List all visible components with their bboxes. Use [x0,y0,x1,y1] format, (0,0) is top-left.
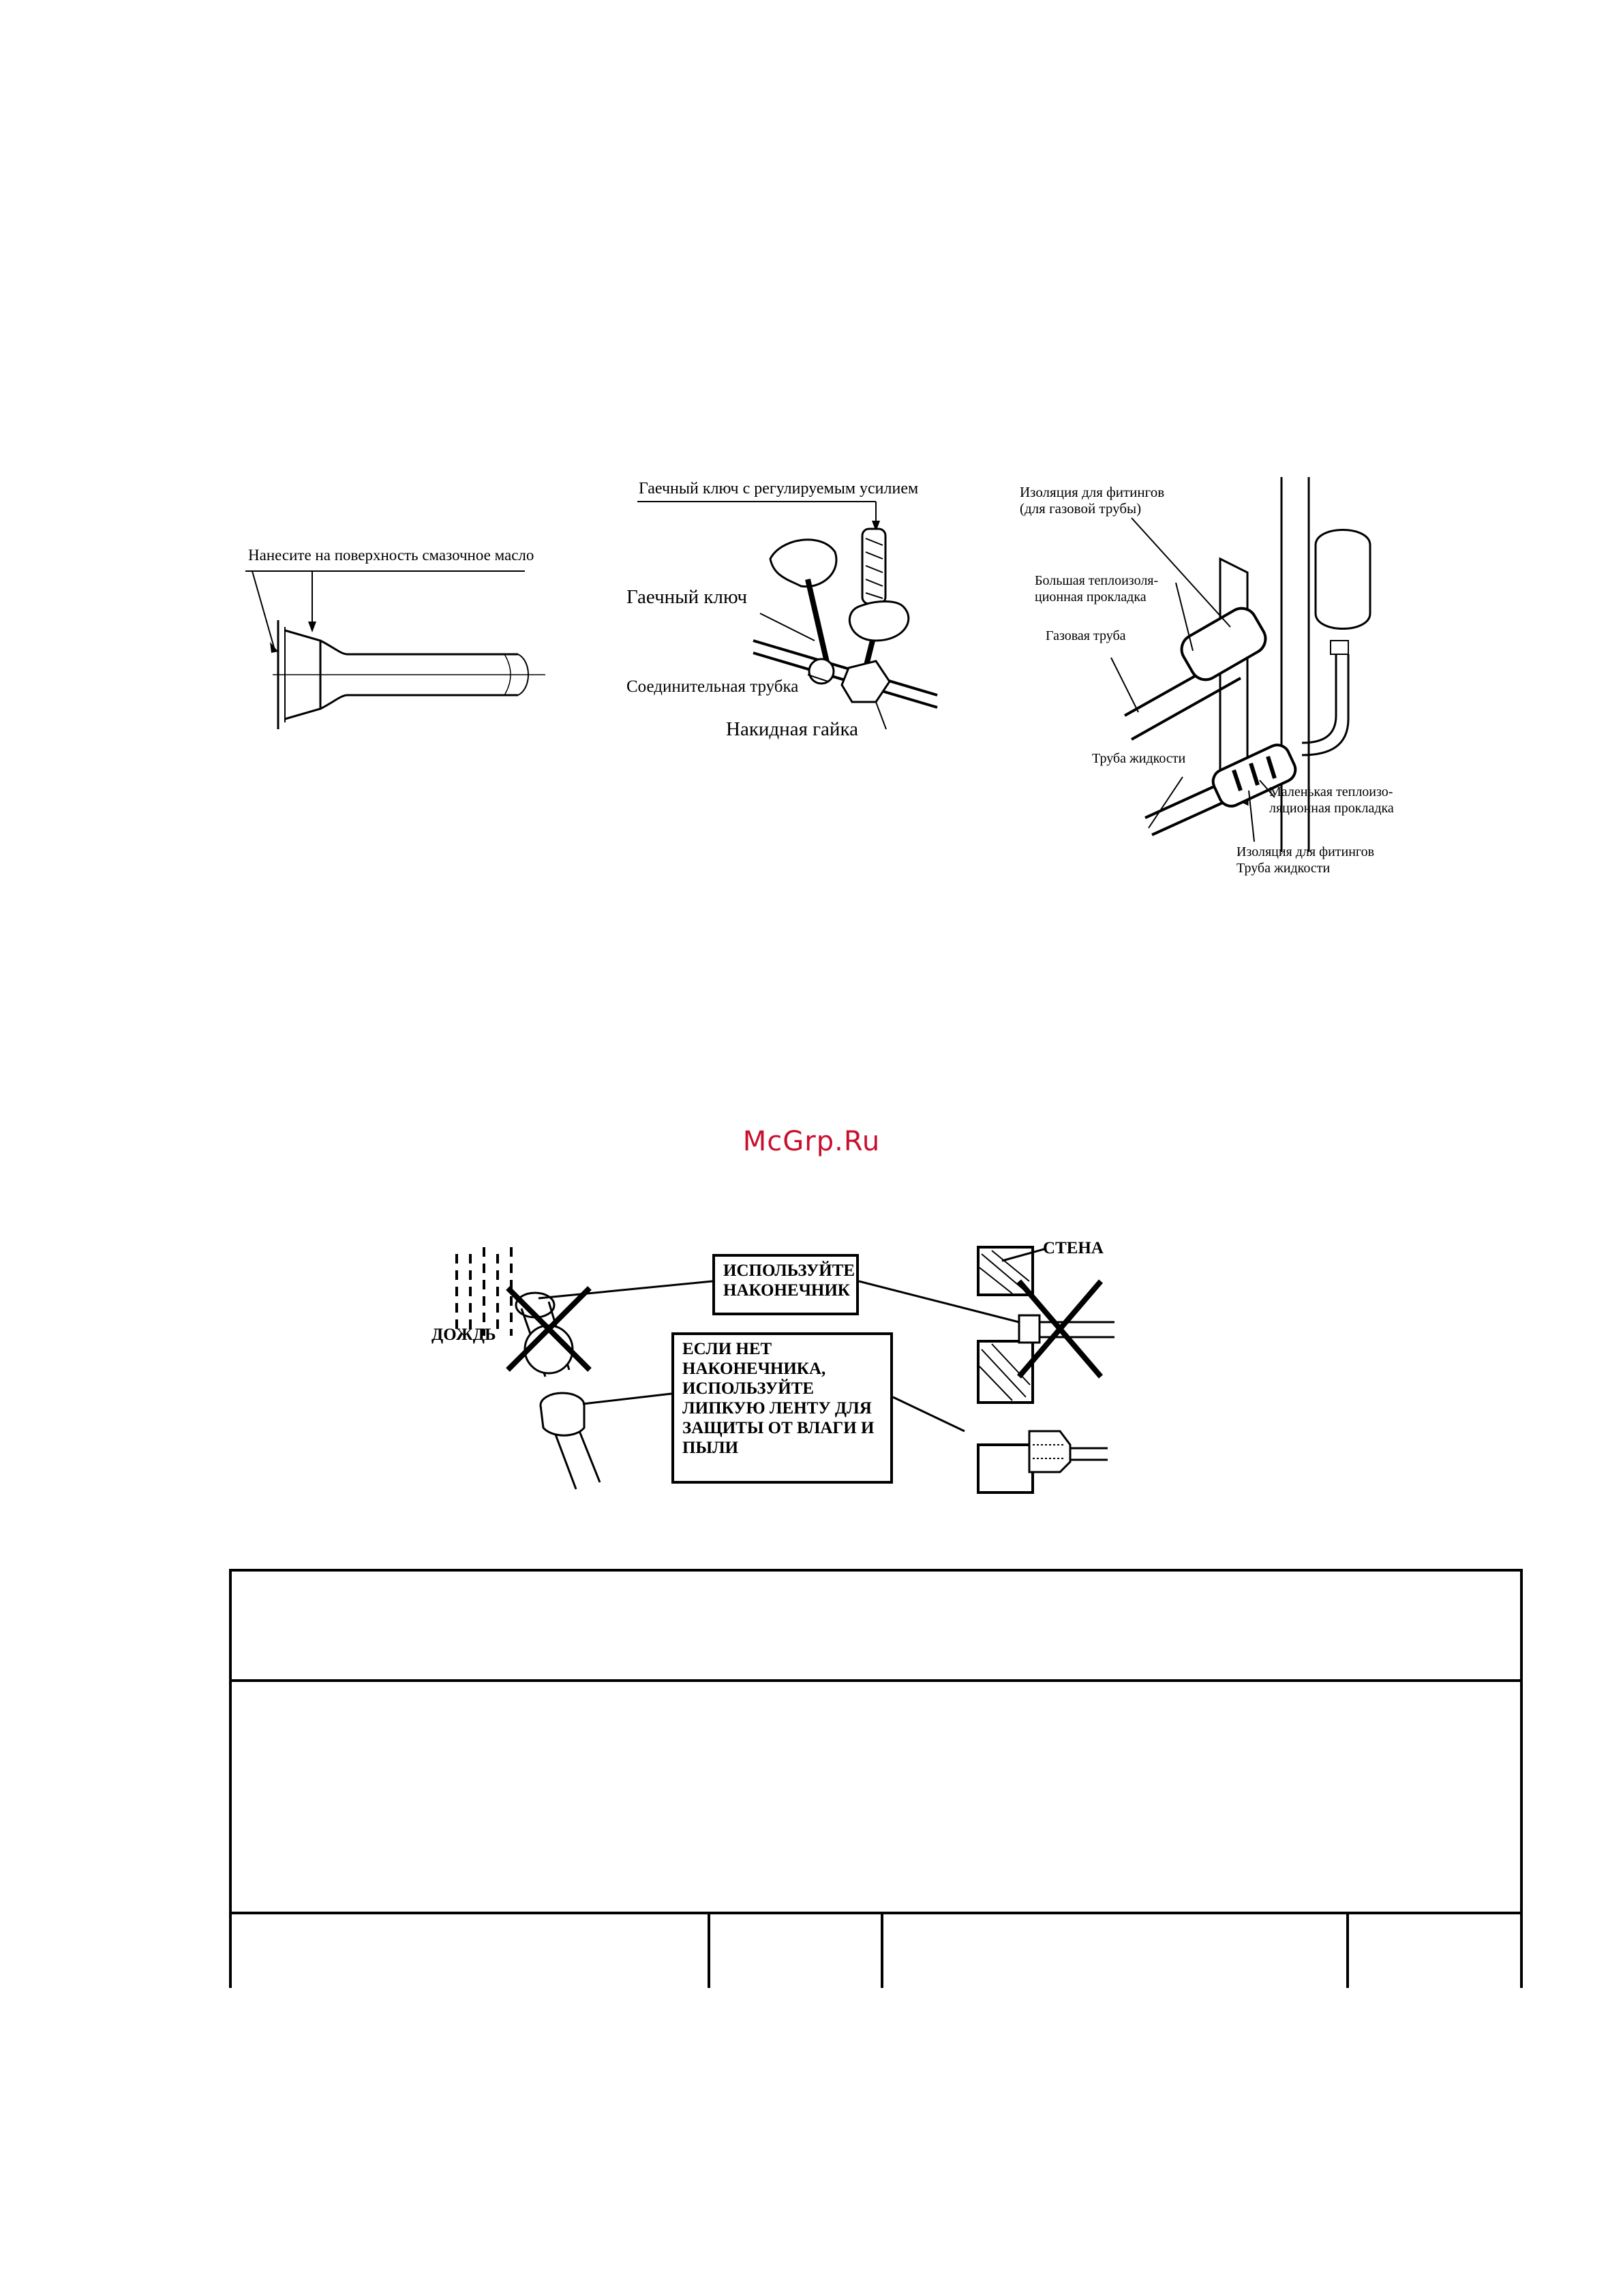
rain-cap-illustration [455,1246,1114,1494]
title-block-right-edge [1520,1912,1523,1988]
rain-label: ДОЖДЬ [431,1326,496,1344]
cross-out-icon [506,1286,592,1372]
gas-pipe-label: Газовая труба [1046,628,1126,643]
fitting-insulation-liquid-label: Изоляция для фитингов Труба жидкости [1237,844,1375,876]
liquid-pipe-label: Труба жидкости [1092,751,1186,766]
flare-pipe-icon [245,570,545,729]
title-block-divider-2 [881,1912,883,1988]
title-block-top [229,1569,1523,1682]
wrench-illustration [637,501,938,730]
protection-figure: ДОЖДЬ СТЕНА ИСПОЛЬЗУЙТЕ НАКОНЕЧНИК ЕСЛИ … [426,1239,1183,1496]
watermark: McGrp.Ru [742,1126,881,1157]
insulation-figure: Изоляция для фитингов (для газовой трубы… [1016,470,1425,886]
pipe-insulation-illustration [1110,477,1371,852]
wall-label: СТЕНА [1043,1239,1104,1257]
title-block-left-edge [229,1912,232,1988]
small-insulation-label: Маленькая теплоизо- ляционная прокладка [1269,784,1394,816]
connecting-pipe-label: Соединительная трубка [626,677,799,696]
flare-nut-label: Накидная гайка [726,718,858,740]
title-block-main [229,1679,1523,1914]
fitting-insulation-gas-label: Изоляция для фитингов (для газовой трубы… [1020,484,1165,517]
wall-pipe-illustration [977,1246,1114,1494]
no-cap-note: ЕСЛИ НЕТ НАКОНЕЧНИКА, ИСПОЛЬЗУЙТЕ ЛИПКУЮ… [671,1332,893,1484]
torque-wrench-label: Гаечный ключ с регулируемым усилием [639,480,919,498]
large-insulation-label: Большая теплоизоля- ционная прокладка [1035,573,1159,604]
title-block-divider-1 [708,1912,710,1988]
wrench-label: Гаечный ключ [626,586,748,608]
flare-oil-label: Нанесите на поверхность смазочное масло [248,547,534,564]
use-cap-note: ИСПОЛЬЗУЙТЕ НАКОНЕЧНИК [712,1254,859,1315]
flare-pipe-figure: Нанесите на поверхность смазочное масло [232,538,545,743]
title-block-divider-3 [1346,1912,1349,1988]
wrench-figure: Гаечный ключ с регулируемым усилием Гаеч… [617,477,985,750]
